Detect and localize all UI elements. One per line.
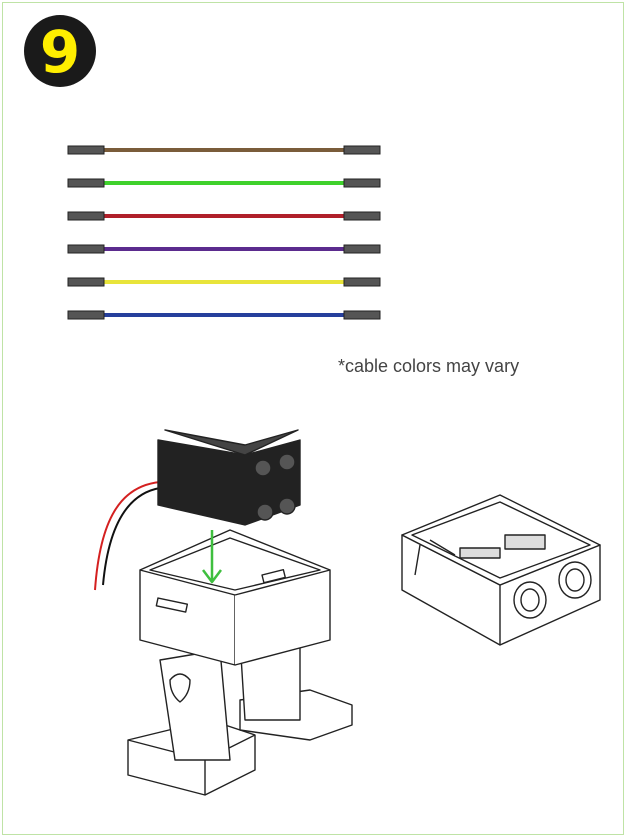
cable-wire xyxy=(104,313,344,317)
cable-wire xyxy=(104,247,344,251)
robot-body xyxy=(127,529,353,796)
cable-red xyxy=(67,211,381,221)
electronics-box xyxy=(401,494,601,646)
cable-connector xyxy=(67,145,105,155)
cable-connector xyxy=(343,310,381,320)
cable-wire xyxy=(104,148,344,152)
cable-wire xyxy=(104,280,344,284)
cable-connector xyxy=(67,211,105,221)
cable-connector xyxy=(343,145,381,155)
cable-connector xyxy=(343,244,381,254)
cable-purple xyxy=(67,244,381,254)
cable-brown xyxy=(67,145,381,155)
cable-connector xyxy=(343,211,381,221)
cable-wire xyxy=(104,181,344,185)
cable-color-note: *cable colors may vary xyxy=(338,356,520,376)
step-number: 9 xyxy=(39,18,81,86)
cable-connector xyxy=(67,310,105,320)
jumper-cables xyxy=(67,145,381,320)
cable-connector xyxy=(343,178,381,188)
cable-wire xyxy=(104,214,344,218)
cable-yellow xyxy=(67,277,381,287)
battery-holder xyxy=(157,429,301,526)
cable-blue xyxy=(67,310,381,320)
cable-connector xyxy=(343,277,381,287)
cable-green xyxy=(67,178,381,188)
step-number-badge: 9 xyxy=(24,15,96,87)
cable-connector xyxy=(67,277,105,287)
insert-arrow xyxy=(202,530,222,584)
battery-wires xyxy=(94,481,161,591)
cable-connector xyxy=(67,244,105,254)
cable-connector xyxy=(67,178,105,188)
